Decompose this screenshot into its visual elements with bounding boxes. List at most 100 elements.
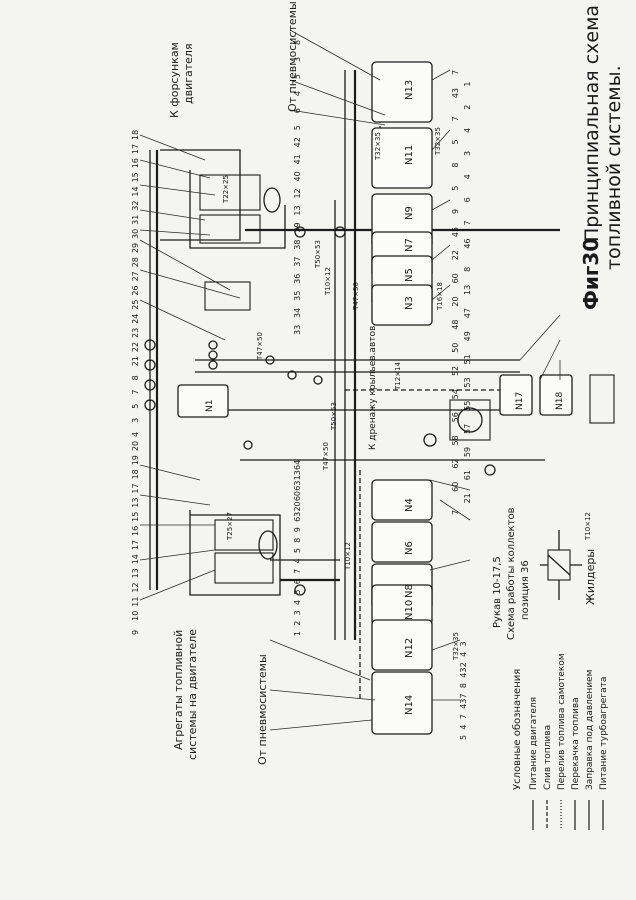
callout-number: 39 [293, 222, 302, 232]
legend-item-label: Слив топлива [543, 725, 553, 790]
callouts-right: 7143274538456974546228601320474849505152… [451, 70, 472, 515]
callout-number: 62 [451, 458, 460, 468]
callout-number: 36 [293, 274, 302, 284]
callout-number: 45 [451, 227, 460, 237]
callout-number: 18 [131, 130, 140, 140]
callout-number: 53 [463, 377, 472, 387]
callout-number: 33 [293, 325, 302, 335]
legend-item-label: Питание турбоагрегата [599, 677, 609, 790]
callout-number: 22 [131, 342, 140, 352]
tank-label-n4: N4 [404, 498, 415, 512]
callout-number: 9 [131, 630, 140, 635]
callout-number: 4 [293, 558, 302, 563]
pipe-label: Т47×50 [256, 332, 264, 361]
callout-number: 12 [293, 188, 302, 198]
callout-number: 50 [451, 343, 460, 353]
callout-number: 5 [459, 735, 468, 740]
callout-number: 8 [293, 538, 302, 543]
callout-number: 13 [131, 498, 140, 508]
callout-number: 27 [131, 271, 140, 281]
callout-number: 52 [451, 366, 460, 376]
callout-number: 5 [451, 186, 460, 191]
pipe-dimension-labels: Т22×25 Т32×35 Т16×18 Т10×12 Т50×53 Т12×1… [222, 127, 592, 661]
callout-number: 5 [293, 125, 302, 130]
legend-item-label: Перекачка топлива [571, 697, 581, 790]
pipe-label: Т47×50 [352, 282, 360, 311]
callout-number: 64 [293, 460, 302, 470]
callout-number: 20 [131, 441, 140, 451]
label-drain-fitting: К дренажу крыльев.автов [368, 326, 378, 450]
callout-number: 10 [131, 611, 140, 621]
callout-number: 4 [293, 91, 302, 96]
tank-label-n9: N9 [404, 206, 415, 220]
callout-number: 7 [451, 70, 460, 75]
tank-label-n17: N17 [515, 392, 525, 410]
callout-number: 14 [131, 186, 140, 196]
callout-number: 43 [459, 668, 468, 678]
callout-number: 43 [459, 699, 468, 709]
callout-number: 2 [459, 662, 468, 667]
callout-number: 22 [451, 250, 460, 260]
figure-number: Фиг30 [579, 238, 603, 310]
callout-number: 60 [451, 482, 460, 492]
callout-number: 5 [293, 74, 302, 79]
callout-number: 3 [293, 610, 302, 615]
tank-label-n11: N11 [404, 145, 415, 165]
callout-number: 15 [131, 172, 140, 182]
callout-number: 15 [131, 512, 140, 522]
callout-number: 17 [131, 483, 140, 493]
tank-label-n10: N10 [404, 600, 415, 620]
callout-number: 35 [293, 291, 302, 301]
callout-number: 18 [131, 469, 140, 479]
label-engine-units-2: системы на двигателе [186, 629, 199, 760]
callout-number: 16 [131, 158, 140, 168]
callout-number: 30 [131, 229, 140, 239]
pipe-label: Т50×53 [330, 402, 338, 431]
callout-number: 60 [293, 491, 302, 501]
pipe-label: Т32×35 [434, 127, 442, 156]
label-to-injectors-2: двигателя [182, 43, 195, 104]
callout-number: 1 [463, 81, 472, 86]
pipe-label: Т10×12 [584, 512, 592, 541]
tank-label-n1: N1 [205, 400, 215, 412]
callout-number: 14 [131, 554, 140, 564]
callout-number: 4 [293, 600, 302, 605]
callout-number: 55 [463, 401, 472, 411]
callout-number: 4 [463, 174, 472, 179]
pipe-label: Т32×35 [452, 632, 460, 661]
pipe-label: Т25×27 [226, 512, 234, 541]
legend-heading: Условные обозначения [512, 669, 523, 790]
tank-label-n14: N14 [404, 695, 415, 715]
callout-number: 8 [293, 40, 302, 45]
callout-number: 29 [131, 243, 140, 253]
callout-number: 60 [451, 273, 460, 283]
callout-number: 13 [463, 285, 472, 295]
callout-number: 21 [131, 356, 140, 366]
callout-number: 1 [293, 631, 302, 636]
callout-number: 8 [459, 683, 468, 688]
callout-number: 3 [293, 57, 302, 62]
callout-number: 63 [293, 481, 302, 491]
callout-number: 19 [131, 455, 140, 465]
callout-number: 16 [131, 526, 140, 536]
callout-number: 59 [463, 447, 472, 457]
pipe-label: Т22×25 [222, 175, 230, 204]
pipe-label: Т10×12 [324, 267, 332, 296]
callout-number: 47 [463, 308, 472, 318]
title-line-2: топливной системы. [603, 65, 625, 270]
callout-number: 25 [131, 300, 140, 310]
legend-item-label: Заправка под давлением [585, 670, 595, 790]
callout-number: 8 [451, 163, 460, 168]
label-hose: Рукав 10-17,5 [492, 556, 503, 628]
legend-item-label: Перелив топлива самотеком [557, 653, 567, 790]
callouts-left: 1817161514323130292827262524232221875342… [131, 130, 140, 635]
callout-number: 20 [451, 296, 460, 306]
label-engine-units-1: Агрегаты топливной [172, 630, 185, 750]
callout-number: 58 [451, 435, 460, 445]
callout-number: 13 [293, 470, 302, 480]
tank-label-n12: N12 [404, 638, 415, 658]
callout-number: 7 [463, 220, 472, 225]
label-from-pneumo-bottom: От пневмосистемы [256, 654, 269, 765]
